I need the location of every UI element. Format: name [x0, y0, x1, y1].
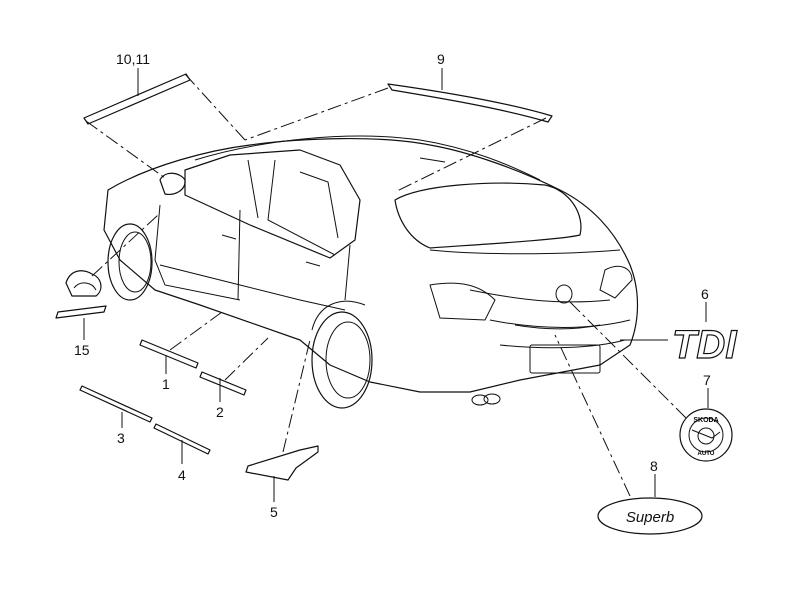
rear-emblem-location: [555, 284, 573, 304]
front-wheel: [107, 223, 153, 301]
part-6-tdi-badge: TDI: [671, 322, 738, 367]
part-8-superb-badge: Superb: [597, 497, 703, 535]
part-10-11-strip: [83, 73, 191, 125]
part-15-fender-trim: [55, 270, 107, 319]
part-2-sill-strip: [199, 371, 247, 396]
callout-labels: 10,11 9 15 1 2 3 4 5 6 7 8: [74, 51, 711, 520]
part-5-corner-trim: [245, 445, 319, 481]
front-door-handle: [221, 234, 237, 240]
exhaust-pipe: [471, 394, 489, 406]
callout-3: 3: [117, 430, 125, 446]
callout-6: 6: [701, 286, 709, 302]
callout-5: 5: [270, 504, 278, 520]
callout-15: 15: [74, 342, 90, 358]
callout-2: 2: [216, 404, 224, 420]
callout-ticks: [83, 68, 709, 502]
callout-8: 8: [650, 458, 658, 474]
auto-text: AUTO: [698, 451, 715, 457]
tdi-badge-text: TDI: [672, 323, 737, 367]
leader-lines: [85, 73, 687, 497]
rear-door-handle: [305, 261, 321, 267]
side-mirror: [159, 172, 186, 195]
callout-9: 9: [437, 51, 445, 67]
part-3-door-strip: [79, 385, 153, 423]
skoda-text: SKODA: [693, 417, 718, 424]
callout-10-11: 10,11: [116, 51, 150, 67]
license-plate-area: [529, 344, 601, 374]
superb-badge-text: Superb: [626, 509, 674, 526]
callout-4: 4: [178, 467, 186, 483]
part-7-skoda-emblem: SKODA AUTO: [679, 408, 733, 462]
part-4-door-strip: [153, 423, 211, 455]
callout-1: 1: [162, 376, 170, 392]
callout-7: 7: [703, 372, 711, 388]
rear-wheel: [311, 311, 373, 409]
part-9-roof-strip: [387, 83, 553, 123]
part-1-sill-strip: [139, 339, 199, 369]
car-body-outline: [103, 135, 639, 409]
